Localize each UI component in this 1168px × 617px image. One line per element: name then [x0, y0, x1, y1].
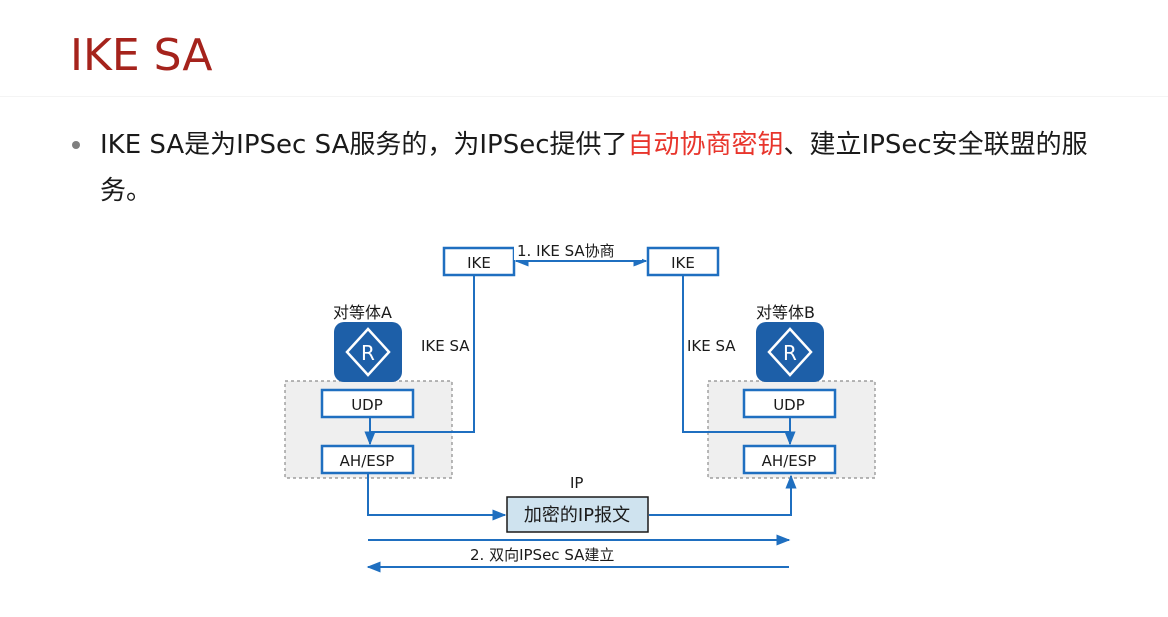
router-a-glyph: R — [361, 341, 375, 365]
ahesp-box-left — [320, 444, 415, 475]
bullet-highlight: 自动协商密钥 — [627, 130, 784, 160]
bullet-icon — [72, 141, 80, 149]
encrypted-packet-label: 加密的IP报文 — [524, 505, 630, 526]
encrypted-packet-box — [506, 496, 649, 533]
bidirectional-label: 2. 双向IPSec SA建立 — [470, 546, 614, 564]
packet-path-left — [367, 474, 507, 521]
ahesp-box-right — [742, 444, 837, 475]
peer-a-label: 对等体A — [333, 303, 392, 322]
title-divider — [0, 96, 1168, 97]
udp-box-left — [320, 388, 415, 419]
ike-sa-label-right: IKE SA — [687, 337, 736, 355]
ike-box-right-label: IKE — [671, 254, 695, 272]
packet-path-right — [649, 474, 797, 516]
ahesp-box-right-label: AH/ESP — [762, 452, 817, 470]
ike-sa-path-right — [682, 276, 790, 433]
ike-box-left — [442, 246, 516, 277]
udp-box-right — [742, 388, 837, 419]
router-icon-b: R — [756, 322, 824, 382]
bullet-text: IKE SA是为IPSec SA服务的，为IPSec提供了自动协商密钥、建立IP… — [100, 122, 1130, 214]
ike-box-left-label: IKE — [467, 254, 491, 272]
bullet-text-part2: 、建立IPSec安全联盟的服务。 — [100, 130, 1088, 206]
bullet-text-part1: IKE SA是为IPSec SA服务的，为IPSec提供了 — [100, 130, 628, 160]
udp-box-left-label: UDP — [351, 396, 383, 414]
ip-label: IP — [570, 474, 583, 492]
udp-box-right-label: UDP — [773, 396, 805, 414]
negotiation-label: 1. IKE SA协商 — [517, 242, 615, 260]
ike-box-right — [646, 246, 720, 277]
page-title: IKE SA — [70, 30, 213, 81]
negotiation-label-bg — [514, 240, 642, 260]
router-icon-a: R — [334, 322, 402, 382]
ike-sa-path-left — [370, 276, 475, 433]
peer-b-label: 对等体B — [756, 303, 815, 322]
ike-sa-label-left: IKE SA — [421, 337, 470, 355]
router-b-glyph: R — [783, 341, 797, 365]
ahesp-box-left-label: AH/ESP — [340, 452, 395, 470]
